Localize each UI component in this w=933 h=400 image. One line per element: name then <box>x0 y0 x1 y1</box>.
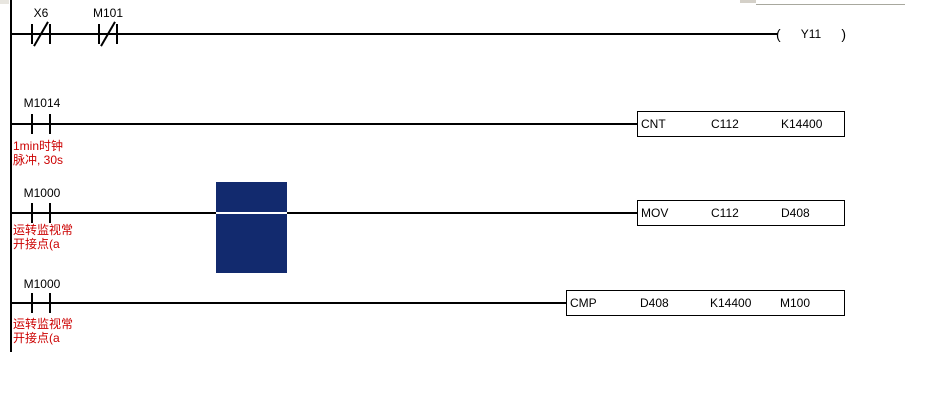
contact-m1014[interactable] <box>31 114 51 134</box>
instruction-cell: MOV <box>641 206 669 220</box>
comment-line: 脉冲, 30s <box>13 153 64 167</box>
selection-wire-gap <box>216 212 287 214</box>
instruction-cell: CNT <box>641 117 666 131</box>
instruction-cell: M100 <box>780 296 811 310</box>
comment-line: 运转监视常 <box>13 223 74 237</box>
device-label-m1000: M1000 <box>23 277 61 291</box>
contact-bar <box>49 293 51 313</box>
nc-slash-icon <box>33 21 49 47</box>
instruction-box-cmp[interactable]: CMP D408 K14400 M100 <box>566 290 845 316</box>
contact-x6[interactable] <box>31 21 51 47</box>
instruction-box-cnt[interactable]: CNT C112 K14400 <box>637 111 845 137</box>
contact-m101[interactable] <box>98 21 118 47</box>
contact-bar <box>31 114 33 134</box>
nc-slash-icon <box>100 21 116 47</box>
instruction-cell: CMP <box>570 296 597 310</box>
instruction-cell: K14400 <box>781 117 823 131</box>
contact-bar <box>116 24 118 44</box>
contact-bar <box>31 293 33 313</box>
rung-3-wire <box>12 212 637 214</box>
comment-line: 开接点(a <box>13 237 60 251</box>
device-label-m101: M101 <box>92 6 124 20</box>
comment-line: 运转监视常 <box>13 317 74 331</box>
contact-bar <box>49 24 51 44</box>
comment-line: 开接点(a <box>13 331 60 345</box>
coil-close-paren: ) <box>841 26 846 42</box>
contact-bar <box>31 24 33 44</box>
instruction-cell: C112 <box>711 206 739 220</box>
selection-cursor-block[interactable] <box>216 182 287 273</box>
rung-1-wire <box>12 33 778 35</box>
contact-bar <box>49 114 51 134</box>
rung-4-wire <box>12 302 566 304</box>
instruction-cell: C112 <box>711 117 739 131</box>
device-label-m1000: M1000 <box>23 186 61 200</box>
instruction-cell: D408 <box>781 206 810 220</box>
device-label-x6: X6 <box>33 6 49 20</box>
contact-m1000[interactable] <box>31 293 51 313</box>
contact-bar <box>49 203 51 223</box>
window-corner-artifact <box>0 0 9 4</box>
output-coil-y11[interactable]: ( Y11 ) <box>776 24 846 44</box>
instruction-box-mov[interactable]: MOV C112 D408 <box>637 200 845 226</box>
window-edge-artifact-gray <box>740 0 756 3</box>
instruction-cell: K14400 <box>710 296 752 310</box>
instruction-cell: D408 <box>640 296 669 310</box>
comment-line: 1min时钟 <box>13 139 64 153</box>
contact-m1000[interactable] <box>31 203 51 223</box>
contact-bar <box>98 24 100 44</box>
left-power-rail <box>10 0 12 352</box>
window-edge-artifact-white <box>756 0 905 5</box>
contact-bar <box>31 203 33 223</box>
rung-2-wire <box>12 123 637 125</box>
coil-device-label: Y11 <box>800 27 822 41</box>
device-label-m1014: M1014 <box>23 96 61 110</box>
coil-open-paren: ( <box>776 26 781 42</box>
